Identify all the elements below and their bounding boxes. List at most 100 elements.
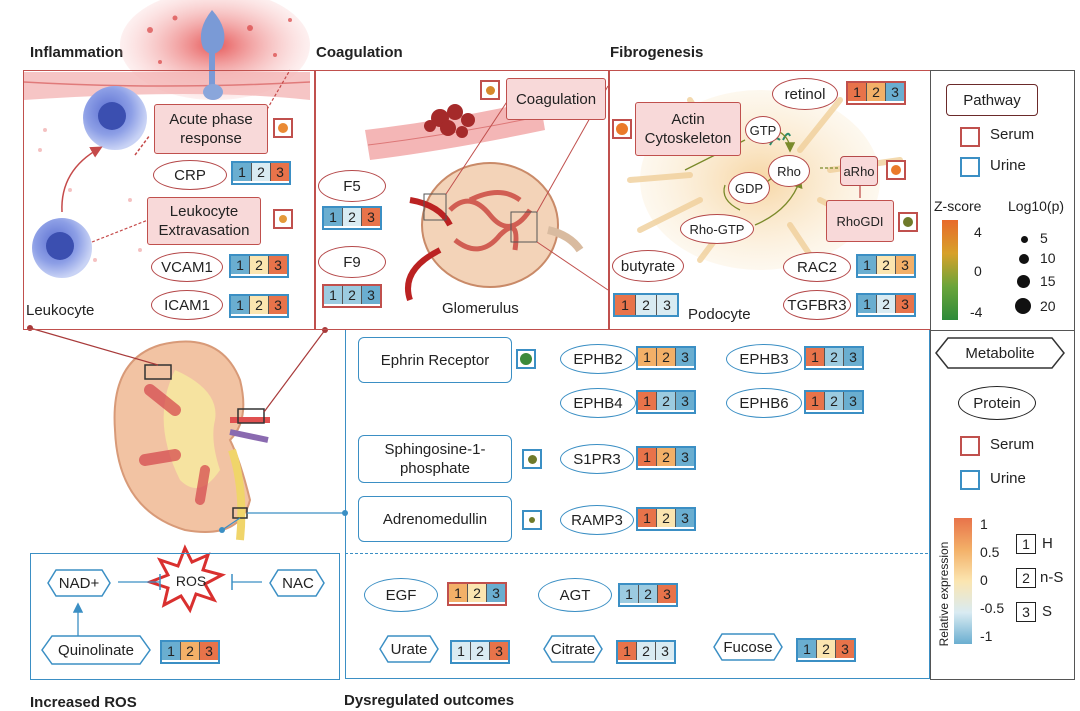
pvalue-dot-15 <box>1017 275 1030 288</box>
legend-pathway: Pathway <box>946 84 1038 116</box>
group-2-box: 2 <box>1016 568 1036 588</box>
quinolinate-hexagon <box>41 635 151 665</box>
podocyte-label: Podocyte <box>688 306 751 323</box>
group-3-box: 3 <box>1016 602 1036 622</box>
leukocyte-extravasation-pathway: Leukocyte Extravasation <box>147 197 261 245</box>
section-title-inflammation: Inflammation <box>30 44 124 61</box>
legend-panel <box>930 70 1075 680</box>
adrenomedullin-significance <box>522 510 542 530</box>
acute-phase-pathway: Acute phase response <box>154 104 268 154</box>
section-title-increased-ros: Increased ROS <box>30 694 137 711</box>
icam1-protein: ICAM1 <box>151 290 223 320</box>
vcam1-protein: VCAM1 <box>151 252 223 282</box>
legend-urine-swatch <box>960 157 980 177</box>
legend-zscore-title: Z-score <box>934 198 982 214</box>
retinol-metabolite: retinol <box>772 78 838 110</box>
ephrin-significance <box>516 349 536 369</box>
rac2-protein: RAC2 <box>783 252 851 282</box>
legend-urine2-label: Urine <box>990 470 1026 487</box>
group-3-label: S <box>1042 603 1053 620</box>
expr-tick-neg-0-5: -0.5 <box>980 600 1005 616</box>
pvalue-dot-20 <box>1015 298 1031 314</box>
adrenomedullin-pathway: Adrenomedullin <box>358 496 512 542</box>
nac-hexagon <box>269 569 325 597</box>
ros-panel <box>30 553 340 680</box>
arho-protein: aRho <box>840 156 878 186</box>
fucose-metabolite: Fucose <box>723 638 773 656</box>
leukocyte-extravasation-significance <box>273 209 293 229</box>
pvalue-label-10: 10 <box>1040 250 1056 266</box>
ephb3-protein: EPHB3 <box>726 344 802 374</box>
kidney-illustration <box>113 340 270 541</box>
legend-serum-label: Serum <box>990 126 1035 143</box>
legend-urine2-swatch <box>960 470 980 490</box>
f9-protein: F9 <box>318 246 386 278</box>
citrate-metabolite: Citrate <box>550 640 596 658</box>
quinolinate-metabolite: Quinolinate <box>58 641 134 659</box>
f5-protein: F5 <box>318 170 386 202</box>
pvalue-label-5: 5 <box>1040 230 1048 246</box>
urate-hexagon <box>379 635 439 663</box>
arho-significance <box>886 160 906 180</box>
ephrin-receptor-pathway: Ephrin Receptor <box>358 337 512 383</box>
legend-metabolite-hexagon <box>935 337 1065 369</box>
egf-protein: EGF <box>364 578 438 612</box>
outcomes-panel <box>345 330 930 679</box>
pvalue-label-20: 20 <box>1040 298 1056 314</box>
leukocyte-label: Leukocyte <box>26 302 95 319</box>
ros-label: ROS <box>175 573 207 589</box>
acute-phase-significance <box>273 118 293 138</box>
zscore-tick-low: -4 <box>970 304 983 320</box>
group-1-label: H <box>1042 535 1053 552</box>
tgfbr3-protein: TGFBR3 <box>783 290 851 320</box>
legend-urine-label: Urine <box>990 157 1026 174</box>
butyrate-metabolite: butyrate <box>612 250 684 282</box>
pvalue-label-15: 15 <box>1040 273 1056 289</box>
section-title-coagulation: Coagulation <box>316 44 403 61</box>
ramp3-protein: RAMP3 <box>560 505 634 535</box>
legend-serum2-swatch <box>960 436 980 456</box>
pvalue-dot-10 <box>1019 254 1029 264</box>
actin-cytoskeleton-pathway: Actin Cytoskeleton <box>635 102 741 156</box>
rho-gtp-label: Rho-GTP <box>680 214 754 244</box>
rho-protein: Rho <box>768 155 810 187</box>
legend-serum-swatch <box>960 127 980 147</box>
crp-protein: CRP <box>153 160 227 190</box>
ephb4-protein: EPHB4 <box>560 388 636 418</box>
fucose-hexagon <box>713 633 783 661</box>
group-2-label: n-S <box>1040 569 1064 586</box>
ros-burst <box>145 544 227 614</box>
expr-tick-0-5: 0.5 <box>980 544 1000 560</box>
gtp-label: GTP <box>745 116 781 144</box>
nad-hexagon <box>47 569 111 597</box>
inflammation-panel <box>23 70 315 330</box>
section-title-dysregulated: Dysregulated outcomes <box>344 692 515 709</box>
urate-metabolite: Urate <box>390 640 428 658</box>
expr-tick-1: 1 <box>980 516 988 532</box>
legend-metabolite: Metabolite <box>965 344 1035 362</box>
glomerulus-illustration <box>421 162 559 288</box>
legend-protein: Protein <box>958 386 1036 420</box>
relative-expression-title: Relative expression <box>937 541 951 647</box>
coagulation-pathway: Coagulation <box>506 78 606 120</box>
legend-log10p-title: Log10(p) <box>1008 198 1065 214</box>
